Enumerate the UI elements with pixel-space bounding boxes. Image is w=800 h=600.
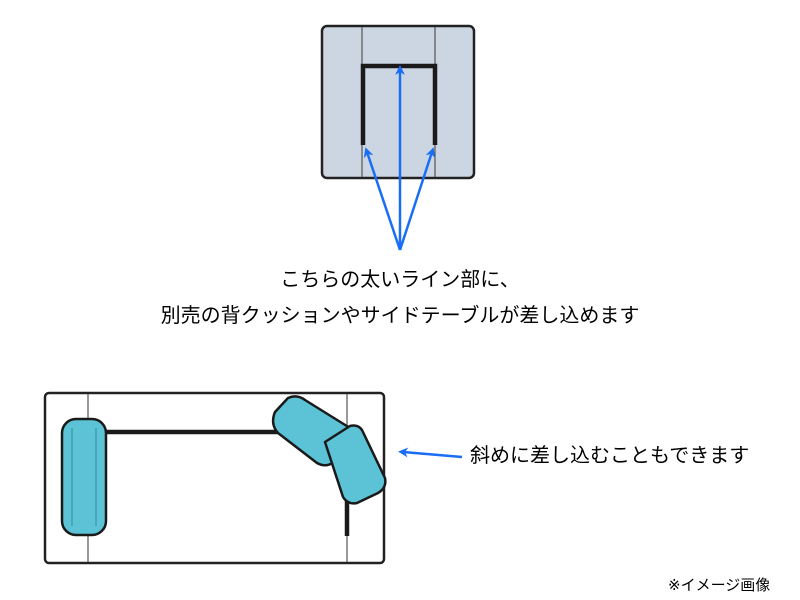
cushion-seam [71, 428, 97, 526]
pointer-arrows [363, 65, 436, 251]
cushion-diagonal-lower [323, 424, 387, 505]
seat-module-top-view [320, 24, 476, 180]
arrow-icon [363, 147, 402, 251]
caption-line-1: こちらの太いライン部に、 [280, 267, 520, 291]
diagonal-caption: 斜めに差し込むこともできます [470, 443, 750, 467]
arrow-icon [398, 147, 436, 251]
back-cushion-straight [60, 417, 108, 537]
caption-line-2: 別売の背クッションやサイドテーブルが差し込めます [160, 303, 640, 327]
image-note: ※イメージ画像 [668, 576, 771, 594]
diagonal-cushions [271, 395, 387, 505]
arrow-icon [398, 447, 463, 459]
